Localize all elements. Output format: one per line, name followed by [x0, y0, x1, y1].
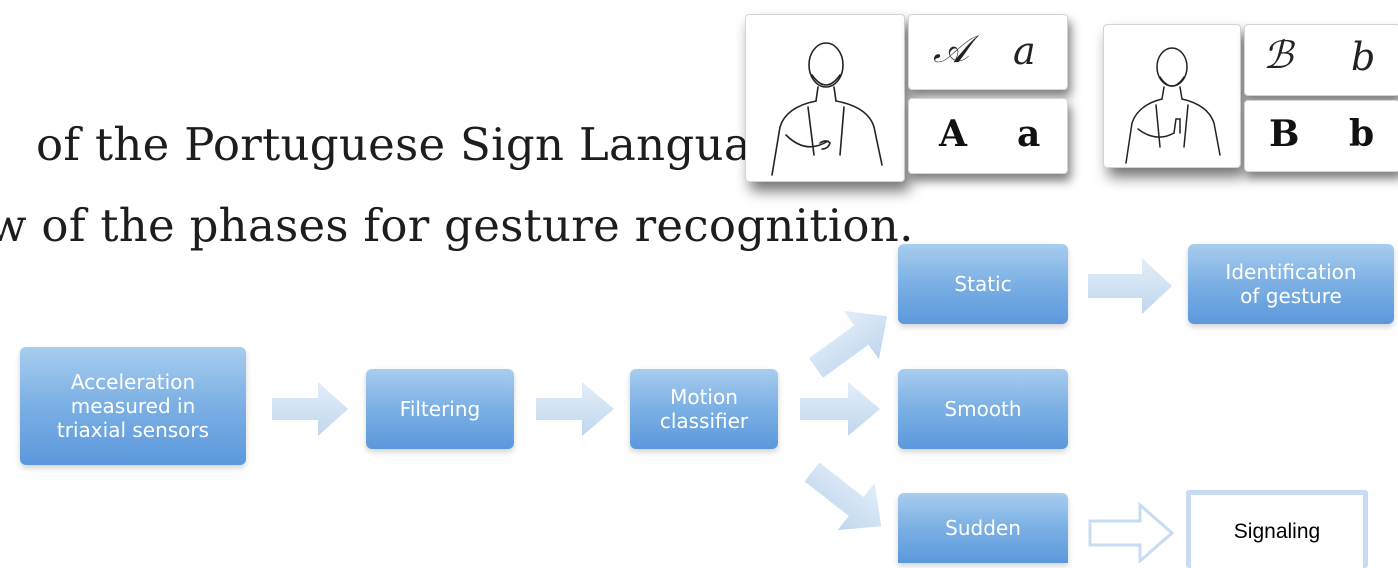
arrow-accel-to-filtering: [272, 382, 348, 436]
identification-box: Identification of gesture: [1188, 244, 1394, 324]
caption-line-2: w of the phases for gesture recognition.: [0, 199, 914, 252]
person-signing-b-icon: [1125, 47, 1221, 164]
letter-a-print-lower: a: [1017, 113, 1041, 155]
identification-label-1: Identification: [1225, 260, 1357, 284]
signaling-label: Signaling: [1233, 519, 1321, 543]
arrow-filtering-to-motion: [536, 382, 614, 436]
sign-card-b-illustration: [1103, 24, 1241, 168]
acceleration-label-3: triaxial sensors: [56, 418, 210, 442]
filtering-label: Filtering: [399, 397, 481, 421]
letter-b-print-upper: B: [1269, 113, 1300, 155]
letter-a-print-upper: A: [939, 113, 967, 155]
sign-card-a-illustration: [745, 14, 905, 182]
arrow-motion-to-sudden: [804, 462, 882, 531]
motion-classifier-box: Motion classifier: [630, 369, 778, 449]
letter-card-a-script: 𝒜 a: [908, 14, 1068, 90]
motion-classifier-label-2: classifier: [659, 409, 749, 433]
letter-b-script-upper: ℬ: [1263, 33, 1293, 77]
letter-card-b-print: B b: [1244, 100, 1398, 172]
person-signing-a-icon: [771, 42, 883, 176]
static-box: Static: [898, 244, 1068, 324]
signaling-box: Signaling: [1186, 490, 1368, 568]
letter-b-script-lower: b: [1351, 35, 1376, 79]
arrow-sudden-to-signaling: [1088, 501, 1175, 563]
arrow-motion-to-static: [808, 310, 888, 378]
identification-label-2: of gesture: [1240, 284, 1342, 308]
static-label: Static: [954, 272, 1012, 296]
arrow-motion-to-smooth: [800, 382, 880, 436]
smooth-box: Smooth: [898, 369, 1068, 449]
acceleration-box: Acceleration measured in triaxial sensor…: [20, 347, 246, 465]
acceleration-label-1: Acceleration: [70, 370, 196, 394]
letter-card-b-script: ℬ b: [1244, 24, 1398, 96]
sudden-box: Sudden: [898, 493, 1068, 563]
caption-line-1: of the Portuguese Sign Language.: [36, 118, 822, 171]
filtering-box: Filtering: [366, 369, 514, 449]
sudden-label: Sudden: [945, 516, 1021, 540]
letter-b-print-lower: b: [1349, 113, 1375, 155]
motion-classifier-label-1: Motion: [670, 385, 738, 409]
arrow-static-to-identification: [1088, 258, 1172, 314]
letter-a-script-upper: 𝒜: [933, 27, 969, 71]
letter-card-a-print: A a: [908, 98, 1068, 174]
acceleration-label-2: measured in: [70, 394, 196, 418]
smooth-label: Smooth: [944, 397, 1022, 421]
letter-a-script-lower: a: [1013, 29, 1036, 73]
